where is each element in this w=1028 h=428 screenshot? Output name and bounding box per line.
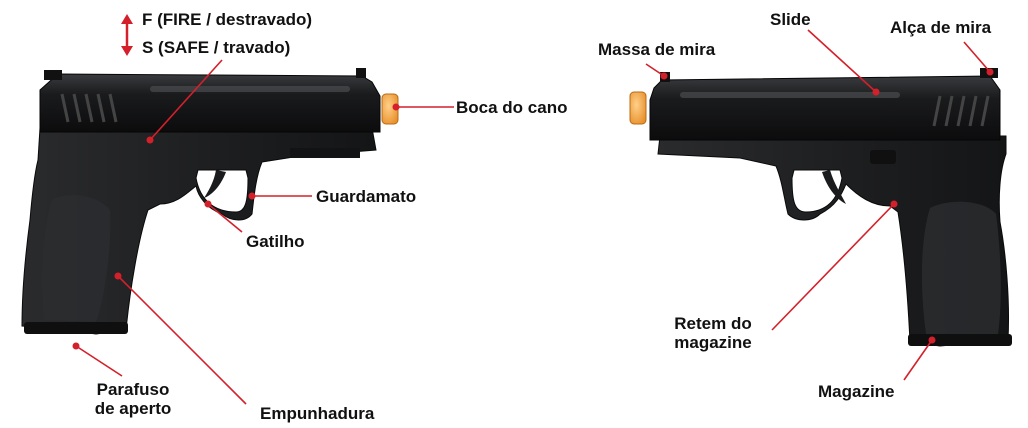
left-rear-sight: [44, 70, 62, 80]
safety-safe-label: S (SAFE / travado): [142, 38, 291, 57]
left-trigger: [204, 170, 226, 198]
right-pistol-slide: [649, 75, 1001, 141]
label-mag-release-line1: Retem do: [674, 314, 752, 333]
right-pistol: [629, 68, 1012, 347]
left-pistol-frame: [21, 127, 377, 335]
right-trigger: [822, 170, 846, 204]
label-grip: Empunhadura: [260, 404, 375, 423]
left-grip-texture: [42, 195, 111, 322]
right-magazine-base: [908, 334, 1012, 346]
label-trigger-guard: Guardamato: [316, 187, 417, 206]
label-trigger: Gatilho: [246, 232, 305, 251]
left-pistol-slide: [39, 73, 381, 133]
leader-lines: [72, 29, 994, 405]
right-slide-serrations: [932, 95, 990, 127]
label-screw-line1: Parafuso: [96, 380, 170, 399]
label-muzzle: Boca do cano: [456, 98, 568, 117]
label-screw-line2: de aperto: [94, 399, 172, 418]
right-barrel-tip: [629, 91, 647, 125]
label-magazine: Magazine: [818, 382, 895, 401]
up-down-arrow-icon: [121, 14, 133, 56]
safety-fire-label: F (FIRE / destravado): [142, 10, 313, 29]
label-mag-release: Retem do magazine: [658, 314, 768, 352]
left-slide-highlight: [150, 86, 350, 92]
left-frame-rail: [290, 148, 360, 158]
label-front-sight: Massa de mira: [598, 40, 716, 59]
left-pistol: [21, 68, 399, 335]
right-grip-texture: [921, 201, 1001, 334]
right-slide-highlight: [680, 92, 900, 98]
label-rear-sight: Alça de mira: [890, 18, 992, 37]
label-mag-release-line2: magazine: [674, 333, 752, 352]
left-magazine-base: [24, 322, 128, 334]
left-slide-serrations: [60, 93, 118, 123]
right-pistol-frame: [657, 135, 1010, 347]
right-mag-release-button: [870, 150, 896, 164]
label-screw: Parafuso de aperto: [78, 380, 188, 418]
label-slide: Slide: [770, 10, 811, 29]
left-front-sight: [356, 68, 366, 78]
